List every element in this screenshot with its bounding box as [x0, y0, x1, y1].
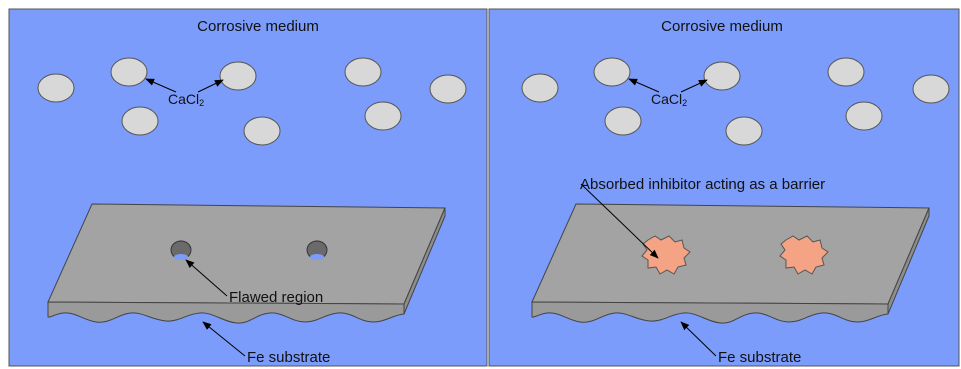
- particle: [704, 62, 740, 90]
- chemical-formula: CaCl: [168, 91, 199, 107]
- particle: [122, 107, 158, 135]
- chemical-label: CaCl2: [651, 91, 687, 108]
- particle: [522, 74, 558, 102]
- fe-substrate-label: Fe substrate: [718, 349, 801, 366]
- particle: [244, 117, 280, 145]
- panel-title: Corrosive medium: [661, 18, 783, 35]
- panel-title: Corrosive medium: [197, 18, 319, 35]
- particle: [594, 58, 630, 86]
- chemical-formula: CaCl: [651, 91, 682, 107]
- particle: [365, 102, 401, 130]
- plate-top-surface: [532, 204, 929, 304]
- chemical-label: CaCl2: [168, 91, 204, 108]
- panel-left: Corrosive medium CaCl2: [9, 9, 487, 366]
- particle: [913, 75, 949, 103]
- particle: [38, 74, 74, 102]
- flawed-region-label: Flawed region: [229, 289, 323, 306]
- particle: [605, 107, 641, 135]
- chemical-subscript: 2: [199, 98, 204, 108]
- particle: [345, 58, 381, 86]
- particle: [430, 75, 466, 103]
- particle: [111, 58, 147, 86]
- inhibitor-label: Absorbed inhibitor acting as a barrier: [580, 176, 825, 193]
- fe-plate: [532, 204, 929, 323]
- particle: [220, 62, 256, 90]
- panel-right: Corrosive medium CaCl2 Absorbed inhibito…: [489, 9, 959, 366]
- chemical-subscript: 2: [682, 98, 687, 108]
- particle: [846, 102, 882, 130]
- fe-substrate-label: Fe substrate: [247, 349, 330, 366]
- particle: [726, 117, 762, 145]
- particle: [828, 58, 864, 86]
